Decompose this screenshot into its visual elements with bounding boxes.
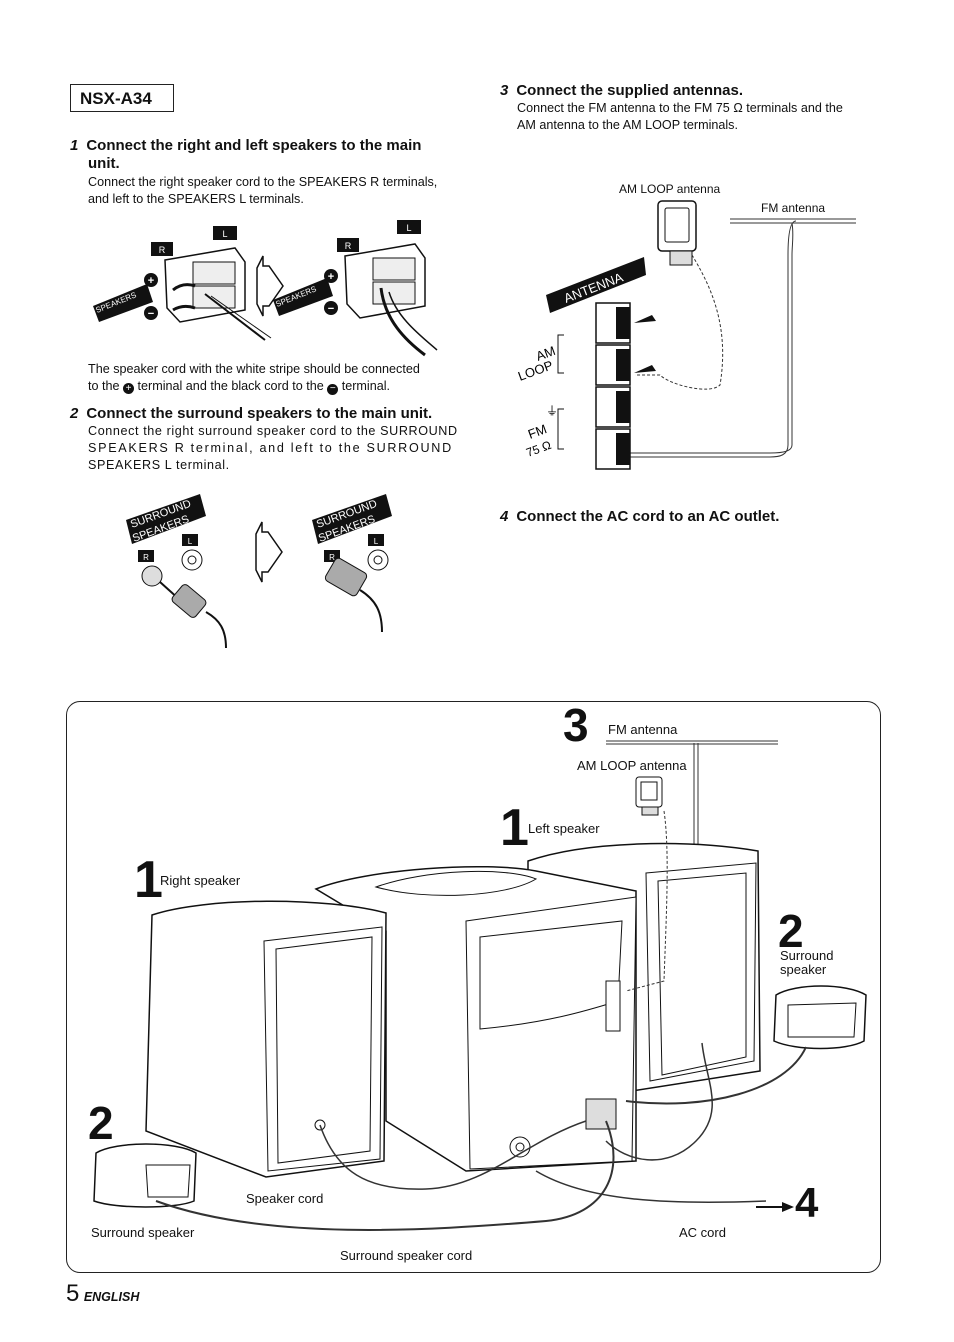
step1-title-line2: unit. [88, 155, 120, 172]
speakers-banner-1 [93, 284, 153, 322]
svg-text:FM: FM [526, 421, 549, 442]
main-unit-drawing [314, 865, 637, 1172]
speaker-cord [319, 1120, 587, 1190]
svg-text:75 Ω: 75 Ω [524, 438, 553, 460]
callout-2-left: 2 [88, 1097, 114, 1149]
step3-title: Connect the supplied antennas. [516, 82, 744, 99]
surround-speaker-cord-right [625, 1046, 807, 1105]
system-overview-illustration [93, 740, 867, 1231]
svg-text:AM: AM [534, 343, 557, 364]
right-speaker-label: Right speaker [160, 873, 241, 888]
svg-text:−: − [328, 303, 334, 315]
callout-3: 3 [563, 699, 589, 751]
svg-text:R: R [159, 245, 166, 255]
right-speaker-drawing [145, 900, 387, 1178]
step2-text-line1: Connect the right surround speaker cord … [88, 424, 458, 438]
page-footer: 5 ENGLISH [66, 1280, 139, 1308]
ground-symbol-icon: ⏚ [546, 404, 558, 418]
surround-speaker-cord-label: Surround speaker cord [340, 1248, 473, 1263]
step2-title: Connect the surround speakers to the mai… [86, 405, 433, 422]
svg-text:R: R [329, 553, 335, 562]
am-loop-antenna-icon [635, 200, 724, 390]
step-arrow-icon-1 [256, 255, 284, 317]
step3-text-line2: AM antenna to the AM LOOP terminals. [517, 118, 738, 132]
svg-text:L: L [222, 229, 227, 239]
svg-text:R: R [143, 553, 149, 562]
l-badge-1 [213, 226, 237, 240]
overview-am-loop-antenna-label: AM LOOP antenna [577, 758, 687, 773]
callout-1-left: 1 [500, 799, 529, 857]
step4-heading: 4 Connect the AC cord to an AC outlet. [500, 508, 920, 526]
step1-note: The speaker cord with the white stripe s… [88, 361, 468, 395]
step4-number: 4 [500, 508, 509, 525]
step2-text: Connect the right surround speaker cord … [88, 423, 468, 474]
step3-am-loop-antenna-label: AM LOOP antenna [619, 182, 721, 196]
step3-antenna-terminal-diagram: ANTENNA AM LOOP ⏚ FM 75 Ω [516, 200, 856, 470]
page-number: 5 [66, 1280, 80, 1307]
step3-number: 3 [500, 82, 509, 99]
surround-terminal-after: SURROUND SPEAKERS R L [312, 494, 392, 633]
step1-heading: 1 Connect the right and left speakers to … [70, 137, 470, 173]
callout-1-right: 1 [134, 851, 163, 909]
surround-speaker-right-label: Surround speaker [780, 948, 834, 977]
step1-text-line1: Connect the right speaker cord to the SP… [88, 175, 438, 189]
surround-speaker-cord-left [155, 1120, 615, 1231]
model-label: NSX-A34 [70, 84, 174, 112]
speaker-terminal-before: R L SPEAKERS + − [93, 226, 272, 341]
arrow-right-icon [782, 1202, 794, 1212]
step1-number: 1 [70, 137, 79, 154]
step1-note-line2: to the + terminal and the black cord to … [88, 379, 391, 395]
surround-speaker-left-drawing [93, 1143, 197, 1208]
svg-text:R: R [345, 241, 352, 251]
language-label: ENGLISH [83, 1290, 140, 1304]
minus-terminal-icon: − [327, 384, 339, 395]
left-speaker-label: Left speaker [528, 821, 600, 836]
callout-4: 4 [795, 1179, 819, 1226]
svg-text:L: L [406, 223, 411, 233]
surround-speaker-left-label: Surround speaker [91, 1225, 195, 1240]
step2-heading: 2 Connect the surround speakers to the ma… [70, 405, 470, 423]
step3-text-line1: Connect the FM antenna to the FM 75 Ω te… [517, 101, 843, 115]
step3-fm-antenna-label: FM antenna [761, 201, 826, 215]
r-badge-1 [151, 242, 173, 256]
svg-text:LOOP: LOOP [516, 357, 555, 383]
svg-text:L: L [188, 537, 193, 546]
step3-text: Connect the FM antenna to the FM 75 Ω te… [517, 100, 897, 134]
plus-terminal-icon: + [123, 383, 135, 394]
overview-panel [66, 701, 881, 1273]
am-loop-antenna-icon-overview [625, 776, 668, 992]
speaker-terminal-after: R L SPEAKERS + − [273, 220, 438, 357]
antenna-banner [546, 257, 646, 313]
step2-text-line2: SPEAKERS R terminal, and left to the SUR… [88, 441, 453, 455]
step4-title: Connect the AC cord to an AC outlet. [516, 508, 780, 525]
surround-speaker-right-drawing [773, 985, 867, 1050]
step1-text: Connect the right speaker cord to the SP… [88, 174, 468, 208]
step2-surround-terminal-diagram: SURROUND SPEAKERS R L SURROUND SPEAKERS … [126, 494, 392, 649]
svg-text:L: L [374, 537, 379, 546]
step-arrow-icon-2 [255, 521, 283, 583]
svg-text:+: + [328, 271, 334, 283]
step1-title-line1: Connect the right and left speakers to t… [86, 137, 422, 154]
ac-cord-label: AC cord [679, 1225, 726, 1240]
step2-text-line3: SPEAKERS L terminal. [88, 458, 230, 472]
step1-note-line1: The speaker cord with the white stripe s… [88, 362, 420, 376]
svg-text:−: − [148, 308, 154, 320]
callout-2-right: 2 [778, 905, 804, 957]
svg-text:ANTENNA: ANTENNA [562, 269, 626, 305]
step1-text-line2: and left to the SPEAKERS L terminals. [88, 192, 304, 206]
step3-heading: 3 Connect the supplied antennas. [500, 82, 920, 100]
step1-speaker-terminal-diagram: R L SPEAKERS + − R L SPEAKERS + − [93, 220, 438, 357]
speaker-cord-label: Speaker cord [246, 1191, 324, 1206]
overview-fm-antenna-label: FM antenna [608, 722, 678, 737]
surround-terminal-before: SURROUND SPEAKERS R L [126, 494, 227, 649]
antenna-terminal-block [595, 302, 656, 470]
svg-text:+: + [148, 275, 154, 287]
step2-number: 2 [70, 405, 79, 422]
ac-cord [535, 1170, 767, 1204]
